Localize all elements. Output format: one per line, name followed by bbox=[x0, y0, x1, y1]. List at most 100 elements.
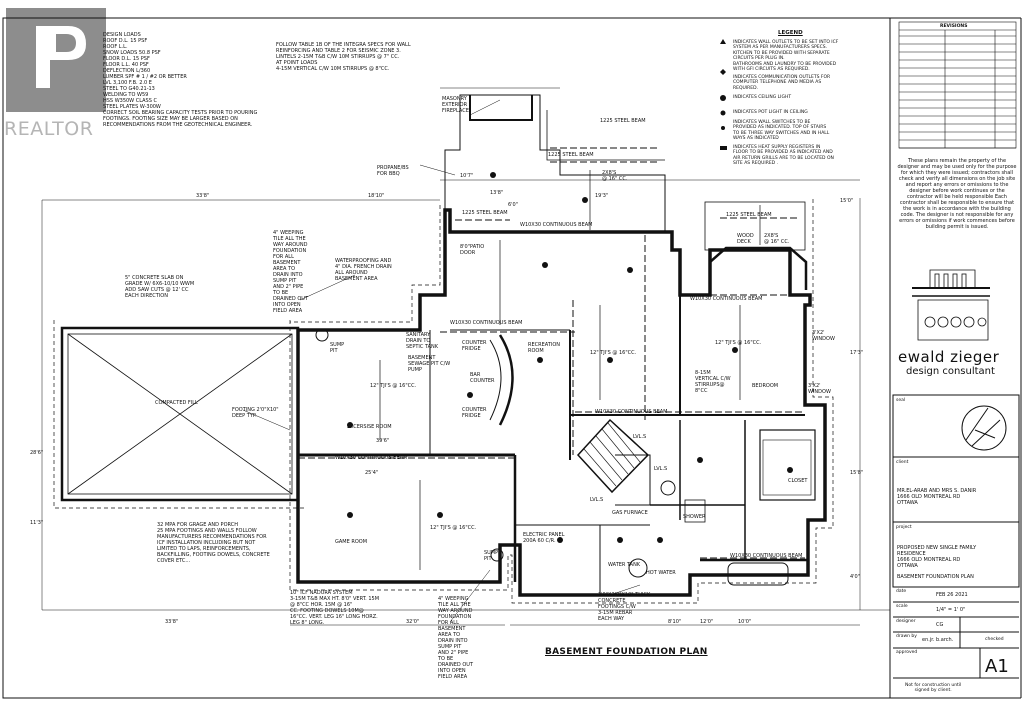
drawn-label: drawn by bbox=[896, 634, 917, 639]
revisions-header: REVISIONS bbox=[940, 24, 968, 29]
beam-label-5: W10X30 CONTINUOUS BEAM bbox=[335, 455, 408, 461]
designer-value: CG bbox=[936, 622, 944, 628]
legend-item-communication: INDICATES COMMUNICATION OUTLETS FOR COMP… bbox=[733, 75, 831, 91]
dimension-text: 28'6" bbox=[30, 450, 44, 456]
designer-subtitle: design consultant bbox=[906, 366, 995, 377]
dimension-text: 13'8" bbox=[490, 190, 504, 196]
patio-door-label: 8'0"PATIO DOOR bbox=[460, 244, 485, 256]
plan-title: BASEMENT FOUNDATION PLAN bbox=[545, 647, 708, 657]
design-loads-note: DESIGN LOADS ROOF D.L. 15 PSF ROOF L.L. … bbox=[103, 32, 258, 128]
room-bedroom: BEDROOM bbox=[752, 383, 779, 389]
room-closet: CLOSET bbox=[788, 478, 808, 484]
room-compacted-fill: COMPACTED FILL bbox=[155, 400, 198, 406]
designer-label: designer bbox=[896, 619, 916, 624]
legend-item-pot-light: INDICATES POT LIGHT IN CEILING bbox=[733, 110, 808, 115]
dimension-text: 11'3" bbox=[30, 520, 44, 526]
drawn-value: en.jr. b.arch. bbox=[922, 637, 954, 643]
icf-note: 10" ICF NADURA SYSTEM 3-15M T&B MAX HT. … bbox=[290, 590, 380, 626]
joist-label-1: 12" TJI'S @ 16"CC. bbox=[370, 383, 417, 389]
scale-value: 1/4" = 1' 0" bbox=[936, 607, 966, 613]
project-info: PROPOSED NEW SINGLE FAMILY RESIDENCE 166… bbox=[897, 545, 977, 569]
dimension-text: 39'6" bbox=[376, 438, 390, 444]
integra-note: FOLLOW TABLE 1B OF THE INTEGRA SPECS FOR… bbox=[276, 42, 411, 72]
lvl-label-1: LVL.S bbox=[633, 434, 647, 440]
beam-label-4: 1225 STEEL BEAM bbox=[726, 212, 772, 218]
mpa-note: 32 MPA FOR GRAGE AND PORCH 25 MPA FOOTIN… bbox=[157, 522, 270, 564]
dimension-text: 15'0" bbox=[840, 198, 854, 204]
joist-label-2: 12" TJI'S @ 16"CC. bbox=[430, 525, 477, 531]
seal-label: seal bbox=[896, 398, 906, 403]
masonry-fireplace-label: MASONRY EXTERIOR FIREPLACE bbox=[442, 96, 469, 114]
counter-fridge-1: COUNTER FRIDGE bbox=[462, 340, 487, 352]
water-tank-label: WATER TANK bbox=[608, 562, 641, 568]
realtor-logo bbox=[6, 8, 106, 112]
dimension-text: 10'7" bbox=[460, 173, 474, 179]
legend-item-ceiling-light: INDICATES CEILING LIGHT bbox=[733, 95, 792, 100]
date-value: FEB 26 2021 bbox=[936, 592, 968, 598]
beam-label-7: W10X30 CONTINUOUS BEAM bbox=[520, 222, 593, 228]
beam-label-6: W10X30 CONTINUOUS BEAM bbox=[450, 320, 523, 326]
electric-panel-label: ELECTRIC PANEL 200A 60 C/R. bbox=[523, 532, 565, 544]
checked-label: checked bbox=[985, 637, 1004, 642]
window-label-1: 3'X2' WINDOW bbox=[812, 330, 835, 342]
room-game: GAME ROOM bbox=[335, 539, 368, 545]
legend-item-outlets: INDICATES WALL OUTLETS TO BE SET INTO IC… bbox=[733, 40, 839, 73]
dimension-text: 4'0" bbox=[850, 574, 861, 580]
dimension-text: 18'10" bbox=[368, 193, 385, 199]
beam-label-8: W10X30 CONTINUOUS BEAM bbox=[690, 296, 763, 302]
joist-label-4: 12" TJI'S @ 16"CC. bbox=[715, 340, 762, 346]
legend-item-heat-registers: INDICATES HEAT SUPPLY REGISTERS IN FLOOR… bbox=[733, 145, 834, 167]
legend-title: LEGEND bbox=[778, 30, 803, 36]
weeping-tile-note-bottom: 4" WEEPING TILE ALL THE WAY AROUND FOUND… bbox=[438, 596, 474, 680]
approved-label: approved bbox=[896, 650, 918, 655]
footing-note: FOOTING 2'0"X10" DEEP TYP. bbox=[232, 407, 279, 419]
lvl-label-3: LVL.S bbox=[590, 497, 604, 503]
sheet-number: A1 bbox=[985, 656, 1009, 677]
sump-pit-label-2: SUMP PIT bbox=[484, 550, 499, 562]
beam-label-3: 1225 STEEL BEAM bbox=[462, 210, 508, 216]
scale-label: scale bbox=[896, 604, 908, 609]
slab-note: 5" CONCRETE SLAB ON GRADE W/ 6X6-10/10 W… bbox=[125, 275, 195, 299]
dimension-text: 32'0" bbox=[406, 619, 420, 625]
room-recreation: RECREATION ROOM bbox=[528, 342, 560, 354]
designer-name: ewald zieger bbox=[898, 348, 1000, 366]
joist-label-5: 2X8'S @ 16" CC. bbox=[602, 170, 628, 182]
room-excercise: EXCERSISE ROOM bbox=[347, 424, 392, 430]
wood-deck-label: WOOD DECK bbox=[737, 233, 754, 245]
gas-furnace-label: GAS FURNACE bbox=[612, 510, 648, 516]
watermark-text: REALTOR bbox=[4, 118, 94, 140]
lvl-label-2: LVL.S bbox=[654, 466, 668, 472]
joist-label-6: 2X8'S @ 16" CC. bbox=[764, 233, 790, 245]
dimension-text: 15'8" bbox=[850, 470, 864, 476]
waterproofing-note: WATERPROOFING AND 4" DIA. FRENCH DRAIN A… bbox=[335, 258, 392, 282]
propane-label: PROPANE/BS FOR BBQ bbox=[377, 165, 409, 177]
weeping-tile-note-top: 4" WEEPING TILE ALL THE WAY AROUND FOUND… bbox=[273, 230, 309, 314]
room-bar-counter: BAR COUNTER bbox=[470, 372, 495, 384]
dimension-text: 6'0" bbox=[508, 202, 519, 208]
beam-label-1: 1225 STEEL BEAM bbox=[600, 118, 646, 124]
window-label-2: 3'X2' WINDOW bbox=[808, 383, 831, 395]
sewage-pit-label: BASEMENT SEWAGE PIT C/W PUMP bbox=[408, 355, 451, 373]
beam-label-9: W10X30 CONTINUOUS BEAM bbox=[595, 409, 668, 415]
designer-disclaimer: These plans remain the property of the d… bbox=[897, 158, 1017, 230]
dimension-text: 33'8" bbox=[196, 193, 210, 199]
sanitary-drain-label: SANITARY DRAIN TO SEPTIC TANK bbox=[406, 332, 439, 350]
sump-pit-label-1: SUMP PIT bbox=[330, 342, 345, 354]
dimension-text: 10'0" bbox=[738, 619, 752, 625]
client-label: client bbox=[896, 460, 909, 465]
dimension-text: 17'3" bbox=[850, 350, 864, 356]
beam-label-10: W10X30 CONTINUOUS BEAM bbox=[730, 553, 803, 559]
hot-water-label: HOT WATER bbox=[646, 570, 676, 576]
vertical-rebar-note: 8-15M VERTICAL C/W STIRRUPS@ 8"CC bbox=[695, 370, 731, 394]
dimension-text: 25'4" bbox=[365, 470, 379, 476]
beam-label-2: 1225 STEEL BEAM bbox=[548, 152, 594, 158]
joist-label-3: 12" TJI'S @ 16"CC. bbox=[590, 350, 637, 356]
dimension-text: 12'0" bbox=[700, 619, 714, 625]
client-info: MR.EL-ARAB AND MRS S. DANIR 1666 OLD MON… bbox=[897, 488, 977, 506]
footing-pad-note: 3'0"X3'0"X10" THICK CONCRETE FOOTINGS C/… bbox=[598, 592, 651, 622]
shower-label: SHOWER bbox=[683, 514, 706, 520]
dimension-text: 8'10" bbox=[668, 619, 682, 625]
title-block-footer: Not for construction until signed by cli… bbox=[905, 683, 962, 694]
